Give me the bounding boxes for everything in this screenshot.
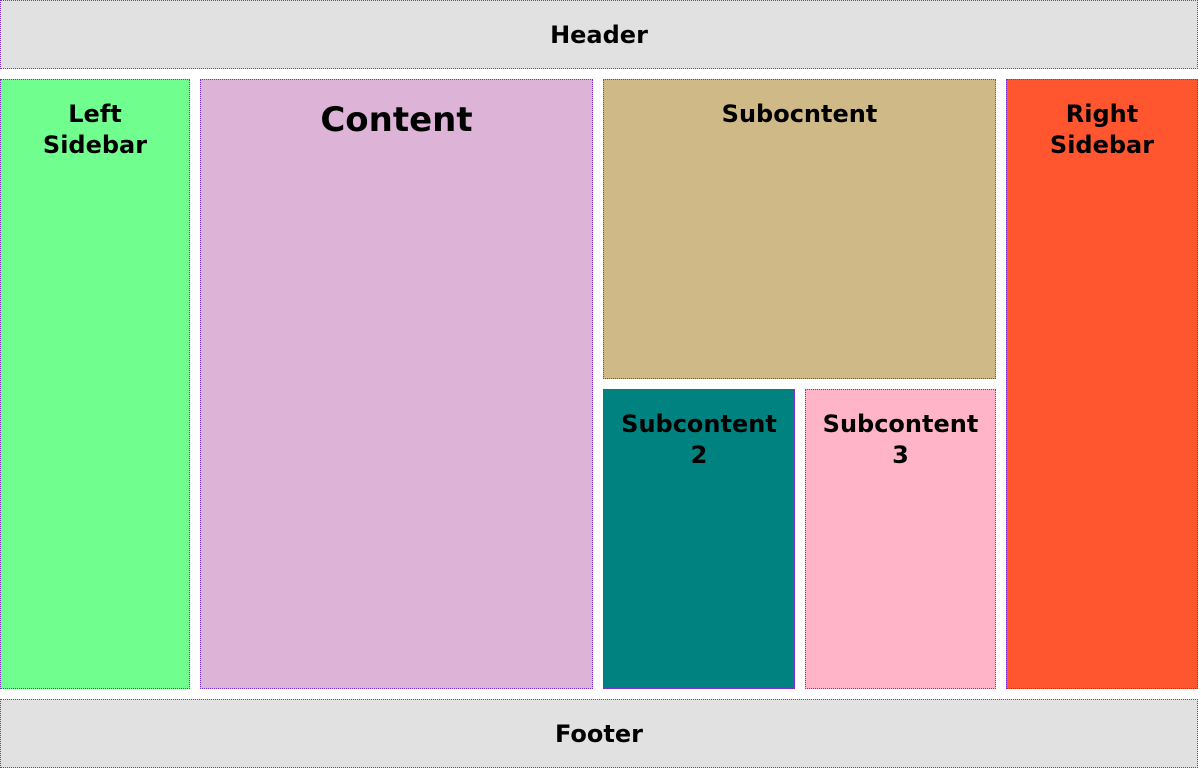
right-sidebar-label: Right Sidebar bbox=[1007, 99, 1197, 161]
footer-label: Footer bbox=[555, 720, 643, 748]
header: Header bbox=[0, 0, 1198, 69]
subcontent-3-label-line-2: 3 bbox=[892, 441, 909, 469]
subcontent-3-label-line-1: Subcontent bbox=[822, 410, 979, 438]
subcontent-2-label-line-1: Subcontent bbox=[621, 410, 777, 438]
subcontent-1-label: Subocntent bbox=[721, 100, 878, 128]
subcontent-3-label: Subcontent 3 bbox=[806, 409, 995, 471]
subcontent-2-label-line-2: 2 bbox=[690, 441, 708, 469]
subcontent-1: Subocntent bbox=[603, 79, 996, 379]
left-sidebar: Left Sidebar bbox=[0, 79, 190, 689]
subcontent-2-label: Subcontent 2 bbox=[604, 409, 794, 471]
header-label: Header bbox=[550, 21, 648, 49]
right-sidebar-label-line-2: Sidebar bbox=[1049, 131, 1155, 159]
subcontent-3: Subcontent 3 bbox=[805, 389, 996, 689]
right-sidebar: Right Sidebar bbox=[1006, 79, 1198, 689]
left-sidebar-label-line-1: Left bbox=[68, 100, 122, 128]
content: Content bbox=[200, 79, 593, 689]
right-sidebar-label-line-1: Right bbox=[1065, 100, 1139, 128]
left-sidebar-label-line-2: Sidebar bbox=[42, 131, 148, 159]
left-sidebar-label: Left Sidebar bbox=[1, 99, 189, 161]
subcontent-2: Subcontent 2 bbox=[603, 389, 795, 689]
footer: Footer bbox=[0, 699, 1198, 768]
content-label: Content bbox=[320, 100, 473, 140]
